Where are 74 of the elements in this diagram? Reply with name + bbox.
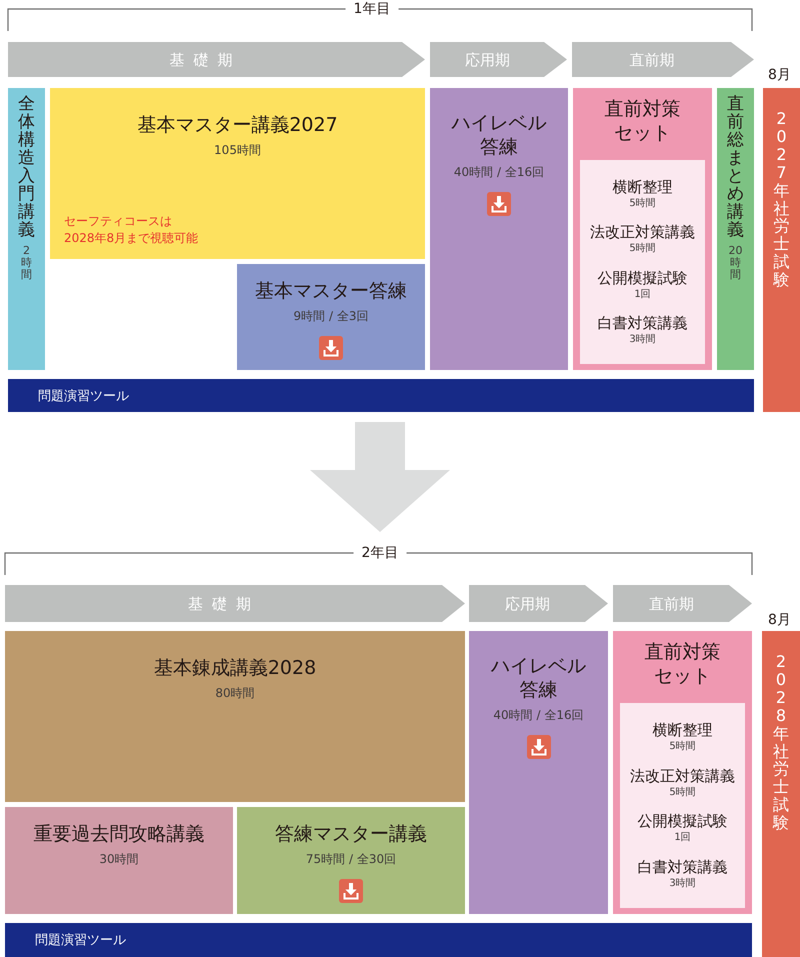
duration-text: 40時間 / 全16回 bbox=[454, 164, 544, 180]
duration-text: 40時間 / 全16回 bbox=[493, 708, 584, 724]
course-box bbox=[237, 807, 465, 914]
duration-text: 1回 bbox=[633, 288, 652, 301]
course-column bbox=[8, 88, 45, 370]
phase-band bbox=[5, 585, 465, 622]
year-label: 1年目 bbox=[346, 0, 398, 18]
course-title: 答練マスター講義 bbox=[275, 823, 427, 847]
course-title: 基本マスター答練 bbox=[255, 280, 407, 304]
phase-band bbox=[430, 42, 567, 77]
course-box bbox=[430, 88, 568, 370]
phase-label: 直前期 bbox=[630, 50, 674, 68]
tool-label: 問題演習ツール bbox=[35, 932, 126, 949]
phase-label: 応用期 bbox=[465, 50, 510, 68]
course-title: 直前対策セット bbox=[604, 98, 682, 146]
month-label: 8月 bbox=[768, 611, 791, 629]
duration-text: 5時間 bbox=[628, 242, 657, 256]
item-title: 法改正対策講義 bbox=[590, 223, 695, 242]
duration-text: 80時間 bbox=[215, 686, 255, 702]
year-label: 2年目 bbox=[354, 544, 406, 562]
course-column bbox=[717, 88, 754, 370]
course-box bbox=[5, 631, 465, 802]
exam-label: 2028年社労士試験 bbox=[773, 653, 789, 832]
item-title: 横断整理 bbox=[612, 178, 672, 196]
course-title: 全体構造入門講義 bbox=[18, 95, 35, 240]
duration-text: 105時間 bbox=[214, 142, 261, 158]
phase-label: 基礎期 bbox=[188, 594, 260, 612]
tool-label: 問題演習ツール bbox=[38, 388, 129, 404]
item-title: 白書対策講義 bbox=[638, 858, 728, 876]
phase-band bbox=[613, 585, 752, 622]
phase-label: 直前期 bbox=[649, 594, 694, 612]
duration-text: 3時間 bbox=[628, 333, 657, 346]
duration-text: 5時間 bbox=[668, 786, 697, 799]
course-title: 重要過去問攻略講義 bbox=[34, 823, 204, 847]
duration-text: 2時間 bbox=[21, 245, 32, 281]
duration-text: 3時間 bbox=[668, 877, 697, 890]
item-title: 白書対策講義 bbox=[598, 314, 688, 332]
tool-bar bbox=[5, 923, 752, 957]
exam-bar bbox=[763, 88, 800, 412]
item-title: 公開模擬試験 bbox=[638, 812, 728, 830]
duration-text: 20時間 bbox=[728, 245, 742, 281]
course-title: 直前対策セット bbox=[644, 641, 722, 688]
course-title: 直前総まとめ講義 bbox=[727, 95, 744, 240]
course-title: ハイレベル答練 bbox=[490, 655, 587, 702]
exam-bar bbox=[762, 631, 800, 957]
item-title: 法改正対策講義 bbox=[630, 766, 735, 785]
duration-text: 5時間 bbox=[668, 740, 697, 753]
course-box bbox=[573, 88, 712, 370]
phase-label: 応用期 bbox=[505, 594, 550, 612]
phase-band bbox=[572, 42, 754, 77]
duration-text: 5時間 bbox=[628, 196, 657, 210]
duration-text: 9時間 / 全3回 bbox=[294, 308, 368, 324]
phase-band bbox=[8, 42, 425, 77]
course-box bbox=[5, 807, 233, 914]
course-box bbox=[613, 631, 752, 914]
course-list-panel bbox=[580, 160, 705, 364]
phase-label: 基礎期 bbox=[170, 50, 242, 68]
duration-text: 1回 bbox=[673, 831, 692, 844]
phase-band bbox=[469, 585, 608, 622]
item-title: 横断整理 bbox=[652, 720, 712, 739]
item-title: 公開模擬試験 bbox=[598, 268, 688, 287]
course-box bbox=[50, 88, 425, 259]
course-box bbox=[469, 631, 608, 914]
course-box bbox=[237, 264, 425, 370]
note-text: セーフティコースは2028年8月まで視聴可能 bbox=[64, 213, 200, 247]
duration-text: 75時間 / 全30回 bbox=[306, 852, 396, 868]
duration-text: 30時間 bbox=[99, 852, 139, 868]
course-title: 基本マスター講義2027 bbox=[137, 114, 338, 138]
course-title: ハイレベル答練 bbox=[450, 112, 548, 160]
tool-bar bbox=[8, 379, 754, 412]
month-label: 8月 bbox=[768, 66, 791, 84]
exam-label: 2027年社労士試験 bbox=[774, 110, 790, 290]
course-title: 基本錬成講義2028 bbox=[154, 657, 316, 681]
course-list-panel bbox=[620, 703, 745, 908]
